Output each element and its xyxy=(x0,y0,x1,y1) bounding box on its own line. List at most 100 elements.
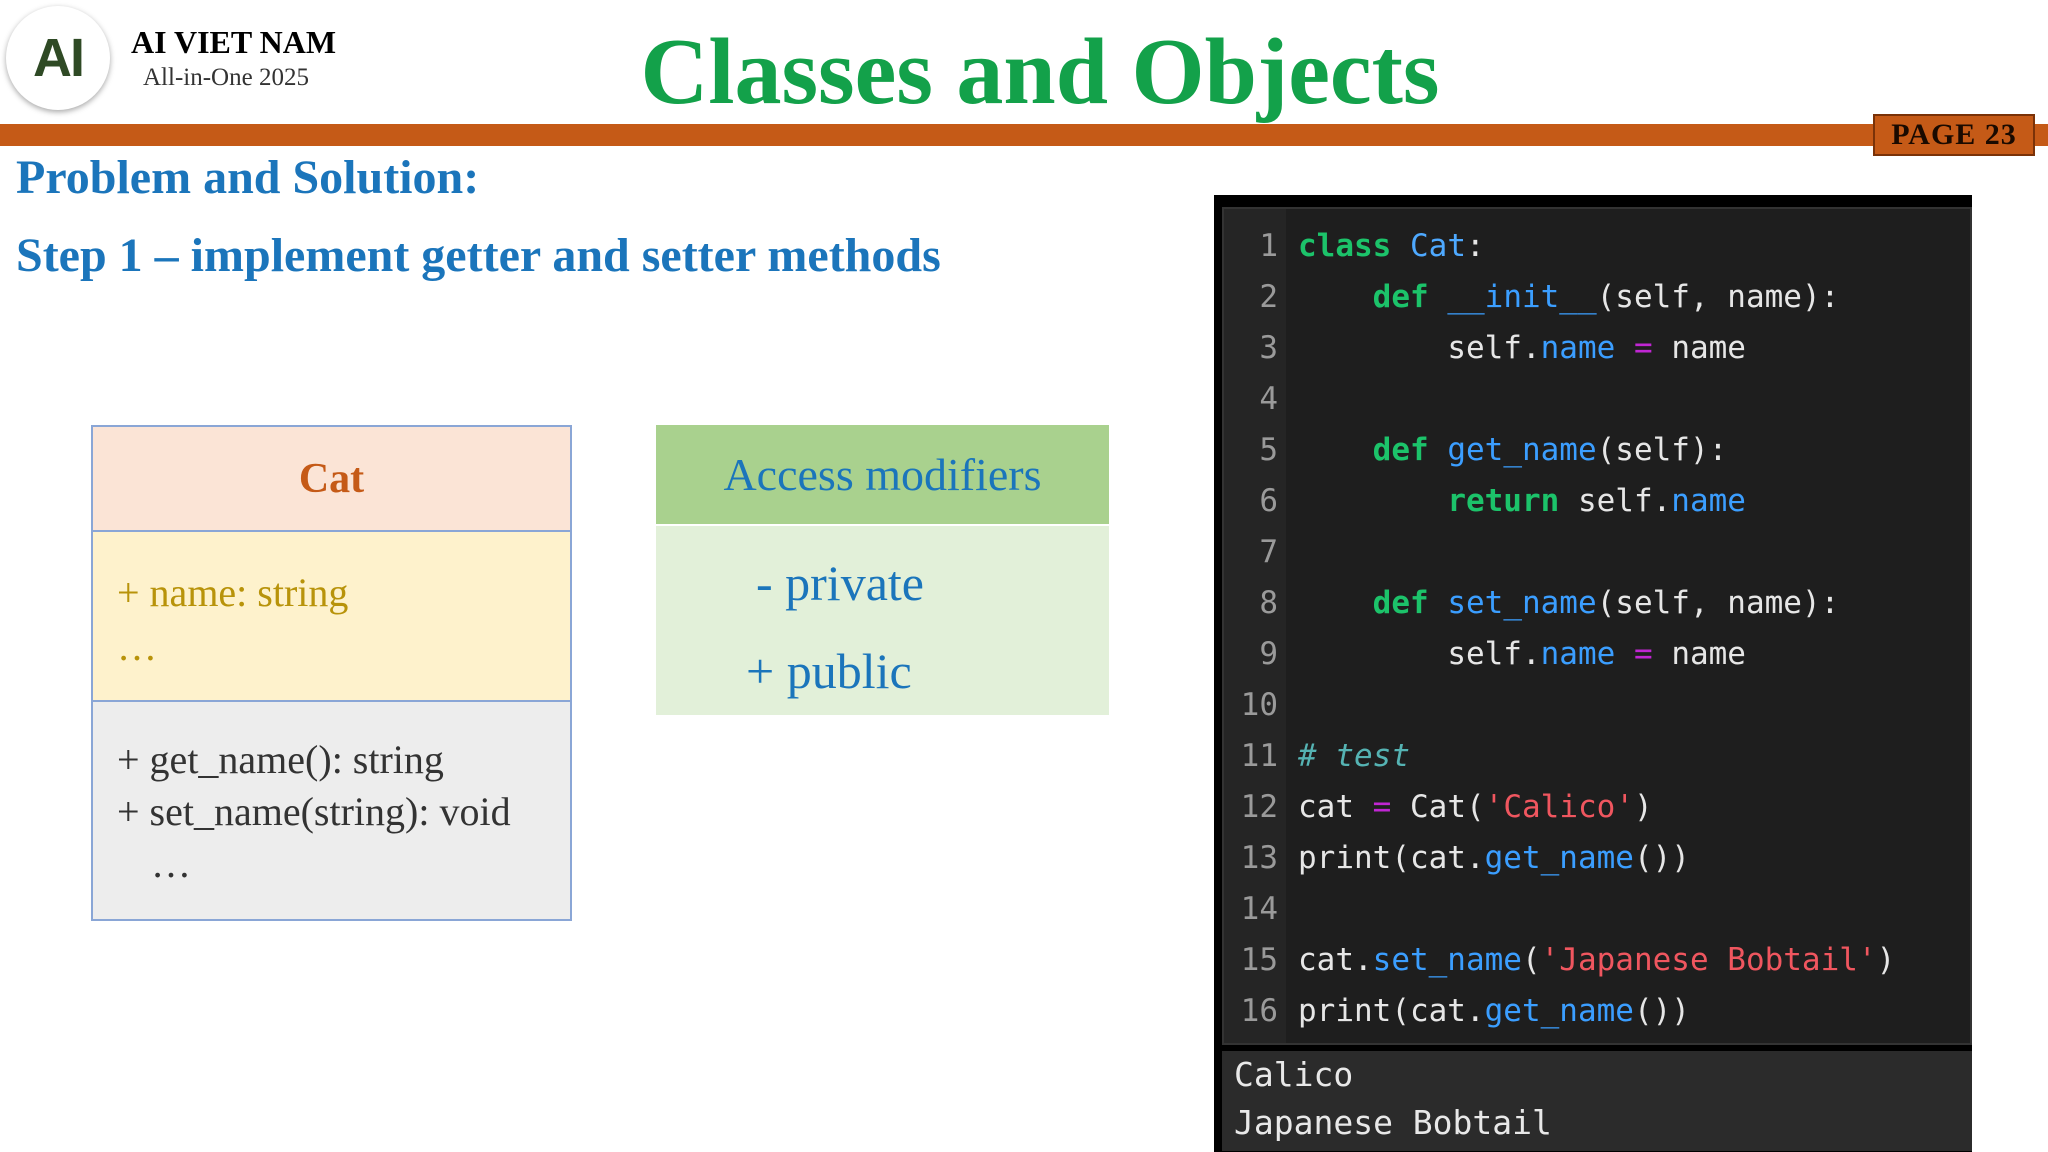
uml-attributes: + name: string … xyxy=(93,532,570,702)
console-output: Calico Japanese Bobtail xyxy=(1222,1051,1972,1151)
code-token: name xyxy=(1671,636,1746,672)
code-token: __init__ xyxy=(1447,279,1597,315)
code-token: name xyxy=(1671,483,1746,519)
uml-attribute: + name: string xyxy=(117,570,349,615)
output-line: Calico xyxy=(1234,1055,1354,1094)
access-modifier-public: + public xyxy=(746,643,912,699)
line-number: 14 xyxy=(1240,891,1278,927)
code-token: set_name xyxy=(1372,942,1522,978)
code-token: def xyxy=(1372,432,1429,468)
code-token: ()) xyxy=(1633,840,1690,876)
code-token: set_name xyxy=(1447,585,1597,621)
code-line: 3 self.name = name xyxy=(1224,323,1970,374)
code-token: (self): xyxy=(1596,432,1728,468)
code-token: ()) xyxy=(1633,993,1690,1029)
code-line: 10 xyxy=(1224,680,1970,731)
code-token: . xyxy=(1521,330,1541,366)
header-divider xyxy=(0,124,2048,146)
line-number: 3 xyxy=(1259,330,1278,366)
code-token: (self, name): xyxy=(1596,279,1840,315)
code-token: def xyxy=(1372,279,1429,315)
code-line: 9 self.name = name xyxy=(1224,629,1970,680)
code-line: 4 xyxy=(1224,374,1970,425)
code-comment: # test xyxy=(1298,738,1410,774)
line-number: 12 xyxy=(1240,789,1278,825)
org-subtitle: All-in-One 2025 xyxy=(143,64,309,91)
step-title: Step 1 – implement getter and setter met… xyxy=(16,229,941,282)
access-modifiers-list: - private + public xyxy=(656,526,1109,715)
code-token: name xyxy=(1540,330,1616,366)
code-string: 'Japanese Bobtail' xyxy=(1540,942,1877,978)
section-title: Problem and Solution: xyxy=(16,151,480,204)
line-number: 8 xyxy=(1259,585,1278,621)
code-token: = xyxy=(1372,789,1392,825)
code-token: get_name xyxy=(1484,840,1634,876)
uml-class-name: Cat xyxy=(93,427,570,532)
line-number: 15 xyxy=(1240,942,1278,978)
code-token: ) xyxy=(1876,942,1896,978)
uml-method: + set_name(string): void xyxy=(117,789,511,834)
logo: AI xyxy=(6,6,110,110)
code-token: get_name xyxy=(1447,432,1597,468)
code-token: = xyxy=(1633,330,1653,366)
line-number: 5 xyxy=(1259,432,1278,468)
code-token: print(cat. xyxy=(1298,993,1485,1029)
line-number: 11 xyxy=(1240,738,1278,774)
code-token: . xyxy=(1521,636,1541,672)
code-token: get_name xyxy=(1484,993,1634,1029)
uml-method: + get_name(): string xyxy=(117,737,444,782)
code-string: 'Calico' xyxy=(1484,789,1634,825)
code-line: 2 def __init__(self, name): xyxy=(1224,272,1970,323)
uml-attribute: … xyxy=(117,624,157,669)
code-token: return xyxy=(1447,483,1560,519)
access-modifiers-box: Access modifiers - private + public xyxy=(656,425,1109,715)
page-badge: PAGE 23 xyxy=(1873,114,2035,156)
code-token: print(cat. xyxy=(1298,840,1485,876)
line-number: 9 xyxy=(1259,636,1278,672)
code-line: 8 def set_name(self, name): xyxy=(1224,578,1970,629)
code-token: : xyxy=(1466,228,1485,264)
code-token: (self, name): xyxy=(1596,585,1840,621)
line-gutter xyxy=(1224,209,1286,1043)
uml-class-box: Cat + name: string … + get_name(): strin… xyxy=(91,425,572,921)
code-line: 5 def get_name(self): xyxy=(1224,425,1970,476)
code-line: 13 print(cat.get_name()) xyxy=(1224,833,1970,884)
code-token: ) xyxy=(1633,789,1653,825)
line-number: 7 xyxy=(1259,534,1278,570)
code-line: 16 print(cat.get_name()) xyxy=(1224,986,1970,1037)
code-token: cat xyxy=(1298,789,1354,825)
code-token: def xyxy=(1372,585,1429,621)
line-number: 16 xyxy=(1240,993,1278,1029)
line-number: 13 xyxy=(1240,840,1278,876)
code-line: 6 return self.name xyxy=(1224,476,1970,527)
code-token: self xyxy=(1447,636,1522,672)
code-token: . xyxy=(1652,483,1672,519)
code-token: ( xyxy=(1521,942,1541,978)
code-line: 14 xyxy=(1224,884,1970,935)
line-number: 10 xyxy=(1240,687,1278,723)
code-token: self xyxy=(1447,330,1522,366)
access-modifier-private: - private xyxy=(756,555,924,611)
output-line: Japanese Bobtail xyxy=(1234,1103,1552,1142)
code-token: Cat( xyxy=(1410,789,1485,825)
code-token: class xyxy=(1298,228,1392,264)
line-number: 6 xyxy=(1259,483,1278,519)
code-token: name xyxy=(1671,330,1746,366)
code-line: 7 xyxy=(1224,527,1970,578)
code-token: self xyxy=(1577,483,1653,519)
line-number: 4 xyxy=(1259,381,1278,417)
uml-methods: + get_name(): string + set_name(string):… xyxy=(93,702,570,919)
code-line: 11 # test xyxy=(1224,731,1970,782)
code-token: = xyxy=(1633,636,1653,672)
code-line: 12 cat = Cat('Calico') xyxy=(1224,782,1970,833)
line-number: 1 xyxy=(1259,228,1278,264)
access-modifiers-title: Access modifiers xyxy=(656,425,1109,524)
line-number: 2 xyxy=(1259,279,1278,315)
slide-title: Classes and Objects xyxy=(640,20,1440,124)
org-name: AI VIET NAM xyxy=(131,24,337,60)
logo-mark: AI xyxy=(33,28,85,88)
